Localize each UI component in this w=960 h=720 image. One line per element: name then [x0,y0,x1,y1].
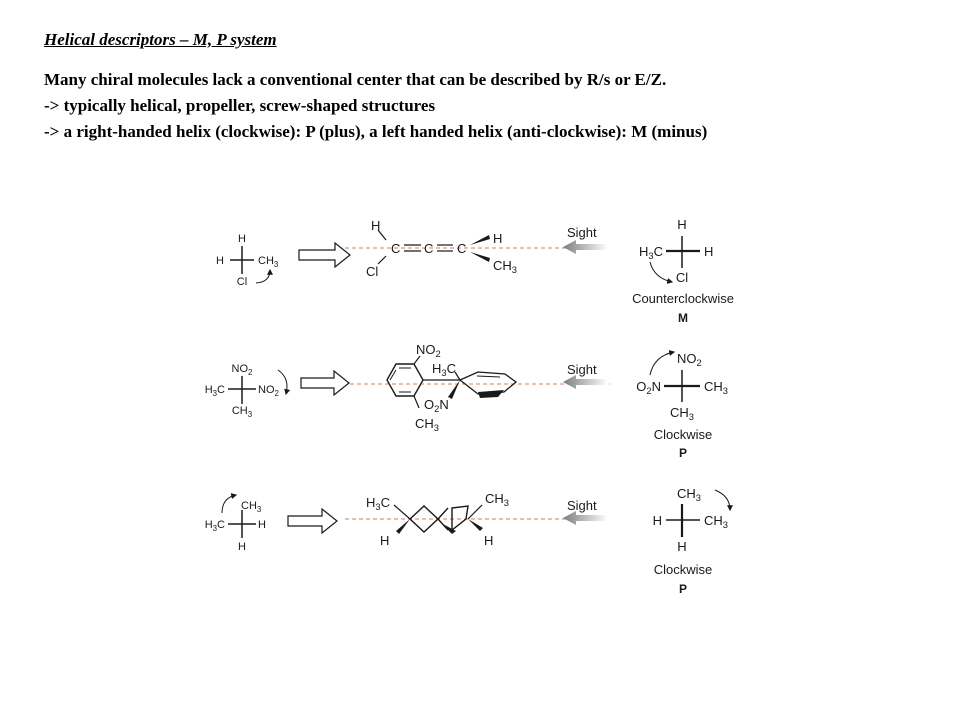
newman-top-label: CH3 [677,486,701,503]
fischer-top-label: CH3 [241,500,262,514]
rotation-curve-icon [255,268,273,284]
fischer-projection-3: CH3 H3C H H [205,493,266,553]
body-line-2: -> typically helical, propeller, screw-s… [44,96,436,115]
newman-top-label: NO2 [677,351,702,368]
row-3: CH3 H3C H H H3C CH3 [205,486,733,596]
mol-label: C [391,241,400,256]
sight-arrow-icon [563,511,608,525]
newman-left-label: H3C [639,244,663,261]
fischer-left-label: H3C [205,384,225,398]
hollow-arrow-icon [287,507,338,535]
mol-label: O2N [424,397,449,414]
mol-label: H [493,231,502,246]
fischer-projection-2: NO2 H3C NO2 CH3 [205,363,291,419]
fischer-bottom-label: Cl [237,276,247,288]
fischer-bottom-label: CH3 [232,405,253,419]
rotation-curve-icon [714,489,733,512]
mol-label: H [484,533,493,548]
slide-title: Helical descriptors – M, P system [44,30,277,49]
rotation-caption: Clockwise [654,427,713,442]
newman-projection-2: NO2 O2N CH3 CH3 Clockwise P [636,350,728,460]
sight-arrow: Sight [563,362,608,389]
wedge-bond [478,390,504,398]
fischer-top-label: NO2 [232,363,253,377]
descriptor-label: M [678,311,688,325]
sight-arrow: Sight [563,498,608,525]
newman-right-label: H [704,244,713,259]
fischer-projection-1: H H CH3 Cl [216,233,279,288]
mol-label: CH3 [485,491,509,508]
rotation-caption: Clockwise [654,562,713,577]
wedge-bond [468,519,483,531]
newman-left-label: O2N [636,379,661,396]
sight-label: Sight [567,225,597,240]
body-line-1: Many chiral molecules lack a conventiona… [44,70,667,89]
mol-label: H3C [366,495,390,512]
rotation-curve-icon [221,493,238,514]
mol-label: H3C [432,361,456,378]
newman-bottom-label: H [677,539,686,554]
fischer-top-label: H [238,233,246,245]
fischer-right-label: NO2 [258,384,279,398]
rotation-curve-icon [649,350,676,376]
spiro-structure: H3C CH3 H H [366,491,509,548]
sight-label: Sight [567,498,597,513]
newman-right-label: CH3 [704,379,728,396]
fischer-bottom-label: H [238,541,246,553]
mol-label: C [457,241,466,256]
newman-bottom-label: CH3 [670,405,694,422]
newman-projection-1: H H3C H Cl Counterclockwise M [632,217,734,325]
mol-label: NO2 [416,342,441,359]
sight-arrow-icon [563,240,608,254]
allene-structure: H Cl C C C H CH3 [366,218,517,279]
newman-left-label: H [653,513,662,528]
mol-label: C [424,241,433,256]
wedge-bond [470,235,490,245]
fischer-right-label: H [258,519,266,531]
descriptor-label: P [679,582,687,596]
wedge-bond [448,380,460,399]
mol-label: CH3 [415,416,439,433]
fischer-right-label: CH3 [258,255,279,269]
row-2: NO2 H3C NO2 CH3 [205,342,728,460]
fischer-left-label: H [216,255,224,267]
hollow-arrow-icon [298,241,351,269]
newman-right-label: CH3 [704,513,728,530]
newman-bottom-label: Cl [676,270,688,285]
mol-label: Cl [366,264,378,279]
biphenyl-structure: NO2 H3C O2N CH3 [386,342,518,433]
newman-top-label: H [677,217,686,232]
wedge-bond [396,519,410,534]
rotation-curve-icon [277,369,291,396]
sight-arrow: Sight [563,225,608,254]
mol-label: H [380,533,389,548]
sight-label: Sight [567,362,597,377]
row-1: H H CH3 Cl H Cl C [216,217,734,325]
wedge-bond [441,523,456,534]
wedge-bond [470,252,490,262]
newman-projection-3: CH3 H CH3 H Clockwise P [653,486,733,596]
mol-label: H [371,218,380,233]
body-line-3: -> a right-handed helix (clockwise): P (… [44,122,708,141]
sight-arrow-icon [563,375,608,389]
rotation-caption: Counterclockwise [632,291,734,306]
hollow-arrow-icon [300,369,350,397]
rotation-curve-icon [649,261,674,284]
descriptor-label: P [679,446,687,460]
mol-label: CH3 [493,258,517,275]
fischer-left-label: H3C [205,519,225,533]
